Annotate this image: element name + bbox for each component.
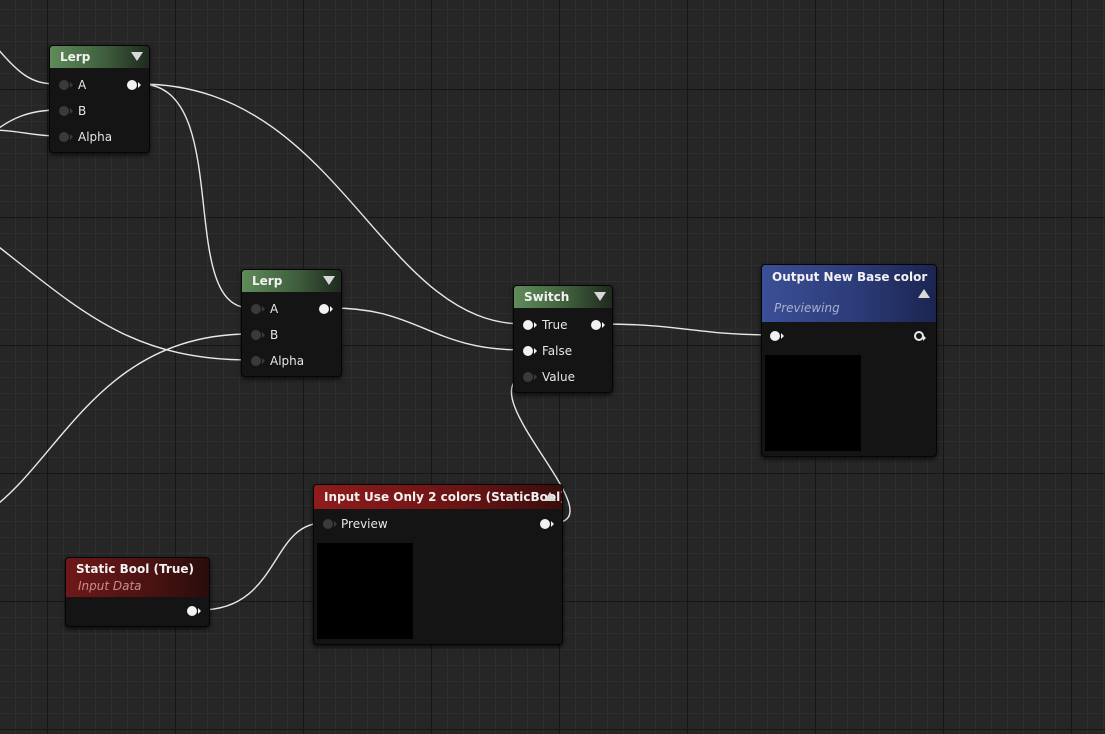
- pin-row-a: A: [50, 75, 149, 95]
- wire-lerp-mid-a-to-switch-false[interactable]: [331, 307, 524, 351]
- input-pin-icon[interactable]: [251, 304, 265, 314]
- pin-row-preview: Preview: [314, 514, 562, 534]
- node-title: Lerp: [60, 50, 91, 64]
- pin-label-false: False: [542, 344, 573, 358]
- output-pin-icon[interactable]: [591, 320, 605, 330]
- input-pin-icon[interactable]: [59, 80, 73, 90]
- output-node[interactable]: Output New Base color Previewing: [761, 264, 937, 457]
- pin-label-b: B: [270, 328, 279, 342]
- input-pin-icon[interactable]: [523, 320, 537, 330]
- pin-label-a: A: [78, 78, 87, 92]
- pin-row-a: A: [242, 299, 341, 319]
- node-title: Input Use Only 2 colors (StaticBool): [324, 490, 563, 504]
- collapse-triangle-icon[interactable]: [131, 52, 143, 61]
- lerp-node-header[interactable]: Lerp: [50, 46, 149, 68]
- collapse-triangle-icon[interactable]: [594, 292, 606, 301]
- input-pin-icon[interactable]: [251, 356, 265, 366]
- node-title: Static Bool (True): [76, 562, 194, 576]
- pin-row-output: [66, 601, 209, 621]
- pin-label-alpha: Alpha: [78, 130, 113, 144]
- pin-row-b: B: [50, 101, 149, 121]
- wire-lerp-top-a-to-lerp-mid-a[interactable]: [139, 83, 251, 309]
- preview-thumbnail: [765, 355, 861, 451]
- input-pin-icon[interactable]: [770, 331, 784, 341]
- switch-node-header[interactable]: Switch: [514, 286, 612, 308]
- node-subtitle: Input Data: [78, 579, 142, 593]
- expand-triangle-icon[interactable]: [918, 289, 930, 298]
- node-title: Switch: [524, 290, 570, 304]
- pin-row-output: [762, 326, 936, 346]
- wire-switch-true-to-output[interactable]: [602, 323, 772, 336]
- input-staticbool-node[interactable]: Input Use Only 2 colors (StaticBool) Pre…: [313, 484, 563, 645]
- input-staticbool-header[interactable]: Input Use Only 2 colors (StaticBool): [314, 485, 562, 509]
- pin-row-false: False: [514, 341, 612, 361]
- lerp-node-middle[interactable]: Lerp A B Alpha: [241, 269, 342, 377]
- output-pin-icon[interactable]: [187, 606, 201, 616]
- pin-label-true: True: [542, 318, 568, 332]
- input-pin-icon[interactable]: [59, 106, 73, 116]
- node-subtitle: Previewing: [774, 301, 840, 315]
- pin-row-b: B: [242, 325, 341, 345]
- expand-triangle-icon[interactable]: [544, 492, 556, 501]
- pin-label-b: B: [78, 104, 87, 118]
- input-pin-icon[interactable]: [59, 132, 73, 142]
- pin-row-alpha: Alpha: [242, 351, 341, 371]
- output-pin-icon[interactable]: [914, 331, 926, 341]
- switch-node[interactable]: Switch True False Value: [513, 285, 613, 393]
- pin-label-preview: Preview: [341, 517, 388, 531]
- pin-label-alpha: Alpha: [270, 354, 305, 368]
- lerp-node-header[interactable]: Lerp: [242, 270, 341, 292]
- output-pin-icon[interactable]: [540, 519, 554, 529]
- output-pin-icon[interactable]: [319, 304, 333, 314]
- preview-thumbnail: [317, 543, 413, 639]
- input-pin-icon[interactable]: [523, 346, 537, 356]
- input-pin-icon[interactable]: [251, 330, 265, 340]
- node-title: Output New Base color: [772, 270, 928, 284]
- input-pin-icon[interactable]: [523, 372, 537, 382]
- lerp-node-top[interactable]: Lerp A B Alpha: [49, 45, 150, 153]
- collapse-triangle-icon[interactable]: [323, 276, 335, 285]
- static-bool-node[interactable]: Static Bool (True) Input Data: [65, 557, 210, 627]
- wire-offscreen-to-lerp-mid-alpha[interactable]: [0, 240, 251, 361]
- wire-static-bool-to-input-preview[interactable]: [199, 522, 324, 611]
- input-pin-icon[interactable]: [323, 519, 337, 529]
- pin-row-value: Value: [514, 367, 612, 387]
- pin-label-a: A: [270, 302, 279, 316]
- wire-offscreen-to-lerp-mid-b[interactable]: [0, 333, 251, 510]
- pin-label-value: Value: [542, 370, 575, 384]
- pin-row-true: True: [514, 315, 612, 335]
- pin-row-alpha: Alpha: [50, 127, 149, 147]
- output-pin-icon[interactable]: [127, 80, 141, 90]
- output-node-header[interactable]: Output New Base color Previewing: [762, 265, 936, 322]
- node-title: Lerp: [252, 274, 283, 288]
- static-bool-header[interactable]: Static Bool (True) Input Data: [66, 558, 209, 597]
